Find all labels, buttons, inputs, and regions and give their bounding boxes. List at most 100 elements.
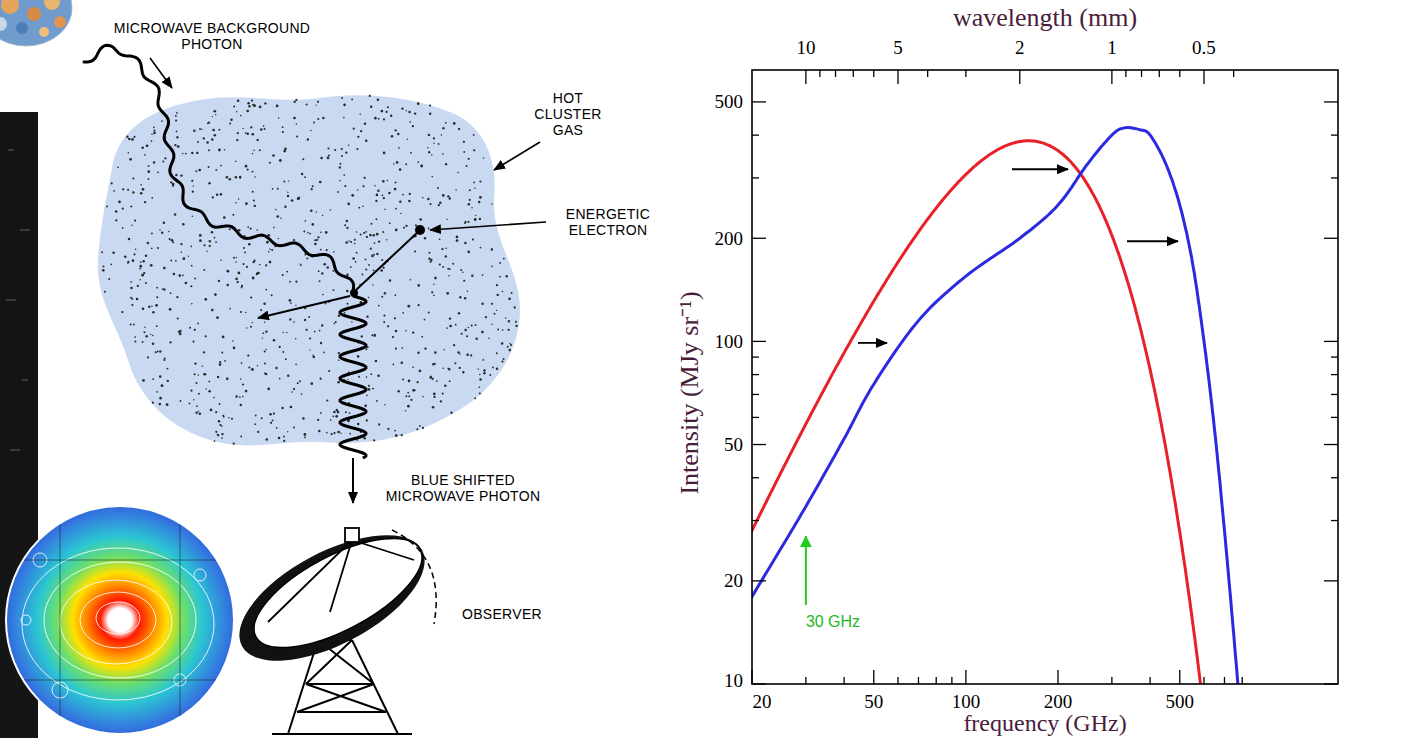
gas-dot <box>401 108 403 110</box>
gas-dot <box>422 396 424 398</box>
gas-dot <box>492 366 494 368</box>
gas-dot <box>242 396 244 398</box>
gas-dot <box>168 231 170 233</box>
gas-dot <box>424 319 426 321</box>
gas-dot <box>196 405 198 407</box>
gas-dot <box>250 296 252 298</box>
gas-dot <box>473 149 475 151</box>
gas-dot <box>467 221 469 223</box>
tick <box>897 70 898 84</box>
gas-dot <box>282 351 284 353</box>
gas-dot <box>206 141 208 143</box>
gas-dot <box>441 134 443 136</box>
tick <box>965 670 966 684</box>
gas-dot <box>460 269 462 271</box>
gas-dot <box>237 281 239 283</box>
gas-dot <box>322 215 324 217</box>
gas-dot <box>264 322 265 323</box>
gas-dot <box>221 352 223 354</box>
gas-dot <box>475 215 476 216</box>
gas-dot <box>468 158 470 160</box>
gas-dot <box>338 360 339 361</box>
electron-dot <box>415 225 425 235</box>
tick <box>897 677 898 684</box>
tick <box>752 394 759 395</box>
gas-dot <box>421 336 423 338</box>
gas-dot <box>222 336 225 339</box>
gas-dot <box>156 296 158 298</box>
gas-dot <box>270 422 272 424</box>
gas-dot <box>169 308 172 311</box>
gas-dot <box>194 373 196 375</box>
gas-dot <box>398 147 400 149</box>
gas-dot <box>302 417 305 420</box>
gas-dot <box>321 324 323 326</box>
gas-dot <box>214 134 217 137</box>
sz-map-rim <box>6 506 234 734</box>
gas-dot <box>456 236 459 239</box>
gas-dot <box>479 393 481 395</box>
gas-dot <box>433 284 434 285</box>
gas-dot <box>266 438 269 441</box>
gas-dot <box>408 200 411 203</box>
gas-dot <box>239 396 241 398</box>
gas-dot <box>401 362 404 365</box>
gas-dot <box>378 423 380 425</box>
gas-dot <box>195 412 197 414</box>
gas-dot <box>215 169 217 171</box>
tick <box>1019 70 1020 84</box>
gas-dot <box>375 200 377 202</box>
sz-map <box>0 500 240 738</box>
gas-dot <box>213 397 215 399</box>
gas-dot <box>175 120 177 122</box>
gas-dot <box>337 191 339 193</box>
gas-dot <box>439 202 442 205</box>
gas-dot <box>254 205 256 207</box>
gas-dot <box>246 132 249 135</box>
gas-dot <box>458 312 460 314</box>
gas-dot <box>473 182 475 184</box>
gas-dot <box>344 224 346 226</box>
gas-dot <box>377 374 380 377</box>
gas-dot <box>163 359 165 361</box>
gas-dot <box>357 136 359 138</box>
gas-dot <box>226 377 229 380</box>
gas-dot <box>142 188 145 191</box>
gas-dot <box>130 281 132 283</box>
gas-dot <box>269 162 271 164</box>
gas-dot <box>457 172 459 174</box>
gas-dot <box>153 132 156 135</box>
gas-dot <box>433 396 435 398</box>
gas-dot <box>112 251 115 254</box>
gas-dot <box>405 395 407 397</box>
gas-dot <box>240 311 242 313</box>
gas-dot <box>332 270 334 272</box>
gas-dot <box>152 378 154 380</box>
gas-dot <box>211 231 214 234</box>
gas-dot <box>479 180 481 182</box>
gas-dot <box>282 332 283 333</box>
gas-dot <box>431 291 433 293</box>
gas-dot <box>241 285 243 287</box>
gas-dot <box>130 205 132 207</box>
gas-dot <box>221 433 223 435</box>
gas-dot <box>328 370 330 372</box>
gas-dot <box>313 356 316 359</box>
gas-dot <box>311 188 313 190</box>
gas-dot <box>227 284 230 287</box>
gas-dot <box>260 128 263 131</box>
gas-dot <box>291 391 293 393</box>
gas-dot <box>265 373 267 375</box>
gas-dot <box>409 193 411 195</box>
gas-dot <box>152 335 154 337</box>
gas-dot <box>407 138 408 139</box>
gas-dot <box>133 136 135 138</box>
gas-dot <box>226 176 229 179</box>
gas-dot <box>271 249 273 251</box>
tick <box>1331 177 1338 178</box>
gas-dot <box>384 292 386 294</box>
gas-dot <box>480 247 482 249</box>
tick <box>1141 70 1142 77</box>
gas-dot <box>395 294 397 296</box>
gas-dot <box>453 122 456 125</box>
